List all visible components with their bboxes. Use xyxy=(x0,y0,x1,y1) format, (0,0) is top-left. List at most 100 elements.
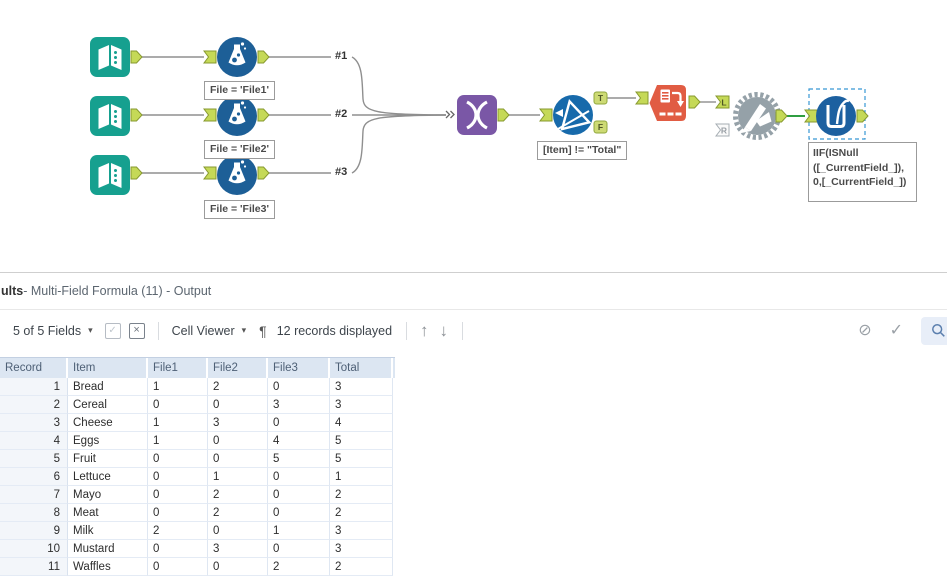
table-cell[interactable]: 0 xyxy=(148,396,208,414)
deselect-fields-icon[interactable]: × xyxy=(128,322,145,339)
table-cell[interactable]: 2 xyxy=(330,558,393,576)
multi-field-formula-tool[interactable] xyxy=(816,96,856,136)
table-cell[interactable]: 1 xyxy=(148,432,208,450)
cell-viewer-dropdown[interactable]: Cell Viewer ▾ xyxy=(172,324,247,338)
table-cell[interactable]: 5 xyxy=(330,450,393,468)
connection-label-3[interactable]: #3 xyxy=(334,166,349,179)
table-cell[interactable]: 4 xyxy=(268,432,330,450)
select-fields-checkbox-icon[interactable]: ✓ xyxy=(104,322,121,339)
table-cell[interactable]: 5 xyxy=(0,450,68,468)
input-data-tool-2[interactable] xyxy=(90,96,130,136)
table-cell[interactable]: 2 xyxy=(330,486,393,504)
crosstab-tool[interactable] xyxy=(649,85,687,121)
table-cell[interactable]: Cheese xyxy=(68,414,148,432)
table-cell[interactable]: Cereal xyxy=(68,396,148,414)
table-cell[interactable]: 0 xyxy=(148,558,208,576)
table-cell[interactable]: 0 xyxy=(268,540,330,558)
table-cell[interactable]: 2 xyxy=(208,486,268,504)
table-cell[interactable]: 0 xyxy=(268,378,330,396)
table-cell[interactable]: 0 xyxy=(148,468,208,486)
table-cell[interactable]: 2 xyxy=(148,522,208,540)
table-cell[interactable]: 1 xyxy=(330,468,393,486)
table-cell[interactable]: 1 xyxy=(0,378,68,396)
table-cell[interactable]: 0 xyxy=(208,396,268,414)
table-cell[interactable]: 6 xyxy=(0,468,68,486)
table-cell[interactable]: 1 xyxy=(208,468,268,486)
annotation-formula3[interactable]: File = 'File3' xyxy=(204,200,275,219)
table-cell[interactable]: 8 xyxy=(0,504,68,522)
workflow-canvas[interactable]: T F L xyxy=(0,0,947,272)
down-arrow-button[interactable]: ↓ xyxy=(439,321,449,340)
table-cell[interactable]: 4 xyxy=(330,414,393,432)
table-cell[interactable]: 3 xyxy=(268,396,330,414)
no-symbol-icon[interactable]: ⊘ xyxy=(858,321,872,339)
table-cell[interactable]: 2 xyxy=(268,558,330,576)
apply-check-icon[interactable]: ✓ xyxy=(889,321,903,339)
table-cell[interactable]: Lettuce xyxy=(68,468,148,486)
union-tool[interactable] xyxy=(457,95,497,135)
table-cell[interactable]: 3 xyxy=(330,522,393,540)
formula-tool-2[interactable] xyxy=(217,96,257,136)
table-cell[interactable]: Eggs xyxy=(68,432,148,450)
column-header[interactable]: File1 xyxy=(148,358,208,378)
table-cell[interactable]: 3 xyxy=(208,540,268,558)
table-cell[interactable]: 3 xyxy=(330,540,393,558)
annotation-formula2[interactable]: File = 'File2' xyxy=(204,140,275,159)
table-cell[interactable]: 10 xyxy=(0,540,68,558)
table-cell[interactable]: 0 xyxy=(268,468,330,486)
annotation-filter[interactable]: [Item] != "Total" xyxy=(537,141,628,160)
table-cell[interactable]: 2 xyxy=(0,396,68,414)
table-cell[interactable]: 4 xyxy=(0,432,68,450)
table-cell[interactable]: 0 xyxy=(208,522,268,540)
filter-tool[interactable] xyxy=(553,95,593,135)
table-cell[interactable]: Mayo xyxy=(68,486,148,504)
macro-gear-tool[interactable] xyxy=(733,92,781,140)
column-header[interactable]: File2 xyxy=(208,358,268,378)
table-cell[interactable]: Bread xyxy=(68,378,148,396)
table-cell[interactable]: 3 xyxy=(330,396,393,414)
table-cell[interactable]: 2 xyxy=(208,378,268,396)
connection-label-1[interactable]: #1 xyxy=(334,50,349,63)
table-cell[interactable]: 0 xyxy=(208,432,268,450)
table-cell[interactable]: Meat xyxy=(68,504,148,522)
table-cell[interactable]: 2 xyxy=(208,504,268,522)
table-cell[interactable]: 1 xyxy=(268,522,330,540)
table-cell[interactable]: Waffles xyxy=(68,558,148,576)
table-cell[interactable]: 7 xyxy=(0,486,68,504)
table-cell[interactable]: 0 xyxy=(208,558,268,576)
column-header[interactable]: Record xyxy=(0,358,68,378)
table-cell[interactable]: 0 xyxy=(268,504,330,522)
annotation-formula1[interactable]: File = 'File1' xyxy=(204,81,275,100)
table-cell[interactable]: 3 xyxy=(330,378,393,396)
table-cell[interactable]: Fruit xyxy=(68,450,148,468)
table-cell[interactable]: 5 xyxy=(330,432,393,450)
pilcrow-icon[interactable]: ¶ xyxy=(259,322,267,339)
table-cell[interactable]: 11 xyxy=(0,558,68,576)
connection-label-2[interactable]: #2 xyxy=(334,108,349,121)
table-cell[interactable]: Mustard xyxy=(68,540,148,558)
table-cell[interactable]: 3 xyxy=(208,414,268,432)
search-button[interactable] xyxy=(921,316,947,345)
input-data-tool-1[interactable] xyxy=(90,37,130,77)
formula-tool-1[interactable] xyxy=(217,37,257,77)
column-header[interactable]: Item xyxy=(68,358,148,378)
table-cell[interactable]: 0 xyxy=(268,414,330,432)
table-cell[interactable]: 0 xyxy=(268,486,330,504)
table-cell[interactable]: 1 xyxy=(148,378,208,396)
up-arrow-button[interactable]: ↑ xyxy=(420,321,429,340)
column-header[interactable]: Total xyxy=(330,358,393,378)
table-cell[interactable]: 9 xyxy=(0,522,68,540)
table-cell[interactable]: 0 xyxy=(148,486,208,504)
table-cell[interactable]: 0 xyxy=(148,540,208,558)
